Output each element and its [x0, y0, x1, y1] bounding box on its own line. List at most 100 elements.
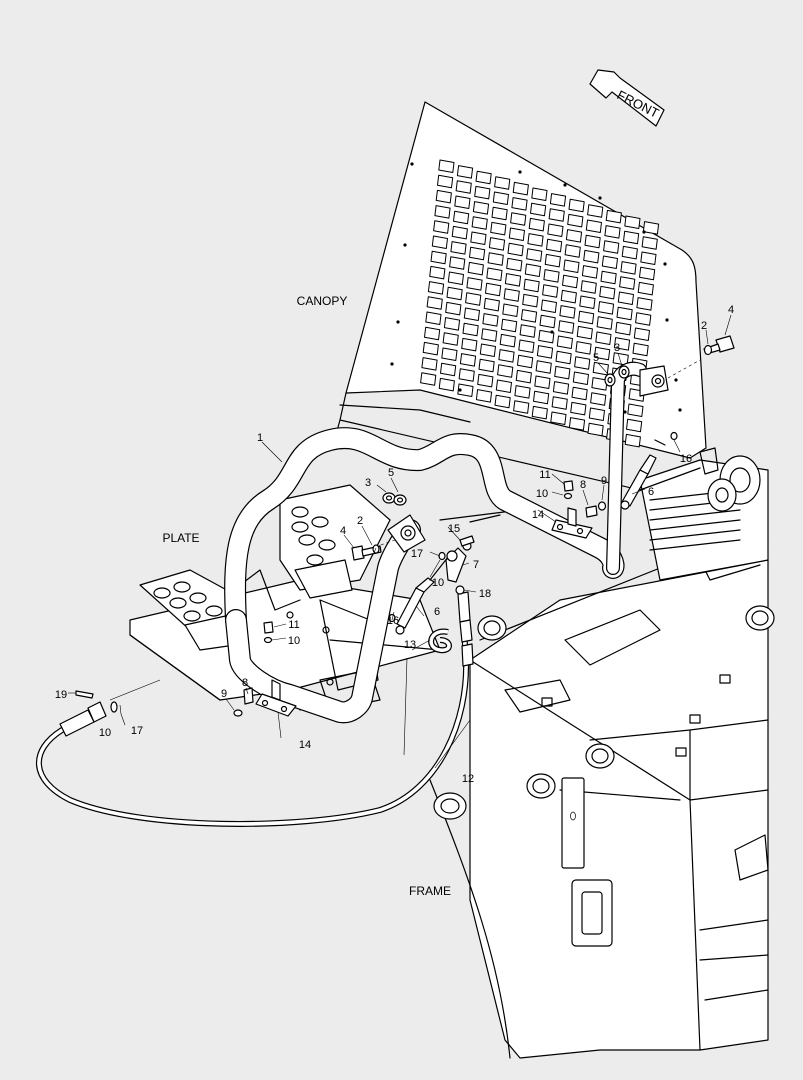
- clip-13: [428, 628, 452, 654]
- callout-1: 1: [257, 432, 263, 444]
- callout-8: 8: [242, 677, 248, 689]
- screen-perforation: [590, 392, 607, 406]
- screen-perforation: [578, 310, 595, 325]
- screen-perforation: [565, 229, 583, 243]
- screen-perforation: [479, 343, 496, 357]
- screen-perforation: [443, 317, 461, 331]
- screen-perforation: [514, 385, 531, 399]
- screen-perforation: [430, 250, 447, 265]
- screen-perforation: [438, 159, 455, 173]
- screen-perforation: [538, 329, 555, 344]
- callout-4: 4: [340, 525, 346, 537]
- callout-leaders: [68, 314, 732, 769]
- callout-10: 10: [99, 727, 111, 739]
- screen-perforation: [442, 332, 459, 346]
- frame-label: FRAME: [409, 884, 451, 898]
- screen-perforation: [601, 255, 618, 269]
- callout-16: 16: [680, 453, 692, 465]
- screen-perforation: [515, 369, 532, 384]
- washer-2-right: [703, 344, 713, 356]
- callout-6: 6: [434, 606, 440, 618]
- screen-perforation: [519, 324, 536, 338]
- screen-perforation: [575, 341, 592, 355]
- screen-perforation: [531, 405, 548, 420]
- screen-perforation: [605, 209, 622, 224]
- screen-perforation: [615, 321, 632, 336]
- plate-label: PLATE: [162, 531, 199, 545]
- screen-perforation: [581, 265, 599, 279]
- screen-perforation: [449, 256, 466, 270]
- screen-perforation: [594, 346, 611, 361]
- screen-perforation: [587, 422, 604, 437]
- callout-11: 11: [288, 619, 299, 631]
- screen-perforation: [463, 307, 480, 321]
- screen-perforation: [550, 411, 567, 425]
- screen-perforation: [641, 236, 658, 250]
- canopy-screen: [334, 101, 707, 491]
- screen-perforation: [481, 328, 498, 342]
- screen-perforation: [621, 245, 638, 260]
- callout-16: 16: [387, 615, 399, 627]
- screen-perforation: [571, 386, 588, 401]
- screen-perforation: [502, 303, 519, 317]
- screen-perforation: [585, 219, 602, 233]
- screen-perforation: [503, 288, 520, 302]
- screen-perforation: [599, 285, 616, 300]
- screen-perforation: [522, 293, 539, 308]
- screen-perforation: [491, 206, 508, 221]
- screen-perforation: [437, 174, 454, 189]
- gas-spring-6-right: [620, 439, 666, 510]
- screen-perforation: [556, 335, 573, 349]
- screen-perforation: [507, 242, 524, 257]
- screen-perforation: [445, 301, 462, 316]
- nut-5-left: [393, 494, 407, 506]
- callout-17: 17: [131, 725, 143, 737]
- screen-perforation: [508, 227, 525, 241]
- callout-10: 10: [536, 488, 548, 500]
- screen-perforation: [542, 284, 559, 298]
- screen-perforation: [619, 276, 636, 290]
- screen-perforation: [559, 305, 576, 319]
- screen-perforation: [562, 274, 579, 289]
- screen-perforation: [426, 296, 443, 310]
- screen-perforation: [510, 212, 527, 226]
- screen-perforation: [472, 201, 490, 215]
- screen-perforation: [427, 281, 445, 295]
- screen-perforation: [424, 326, 441, 341]
- callout-17: 17: [411, 548, 423, 560]
- gas-spring-6-left: [395, 551, 453, 635]
- screen-perforation: [620, 261, 637, 275]
- screen-perforation: [513, 400, 530, 414]
- callout-11: 11: [539, 469, 550, 481]
- callout-14: 14: [299, 739, 311, 751]
- screen-perforation: [438, 377, 455, 392]
- screen-perforation: [624, 215, 641, 229]
- screen-perforation: [462, 322, 479, 337]
- screen-perforation: [482, 313, 499, 327]
- screen-perforation: [497, 364, 514, 378]
- screen-perforation: [466, 277, 483, 291]
- screen-perforation: [459, 353, 477, 367]
- screen-perforation: [588, 407, 605, 421]
- screen-perforation: [534, 375, 551, 389]
- screen-perforation: [617, 291, 634, 305]
- screen-perforation: [478, 358, 495, 373]
- screen-perforation: [580, 280, 597, 294]
- screen-perforation: [488, 237, 506, 251]
- screen-perforation: [635, 312, 652, 326]
- screen-perforation: [421, 357, 438, 371]
- callout-10: 10: [288, 635, 300, 647]
- callout-numbers: 1 2 2 3 3 4 4 5 5 6 6 7 8 8 9 9 10 10 10…: [55, 304, 734, 785]
- screen-perforation: [636, 297, 653, 311]
- screen-perforation: [540, 299, 557, 313]
- screen-perforation: [592, 361, 609, 376]
- screen-perforation: [560, 289, 577, 304]
- screen-perforation: [642, 221, 660, 235]
- screen-perforation: [548, 208, 565, 222]
- callout-3: 3: [614, 342, 620, 354]
- screen-perforation: [597, 301, 615, 315]
- screen-perforation: [549, 193, 567, 207]
- screen-perforation: [465, 292, 482, 306]
- screen-perforation: [517, 354, 534, 369]
- screen-perforation: [536, 345, 554, 359]
